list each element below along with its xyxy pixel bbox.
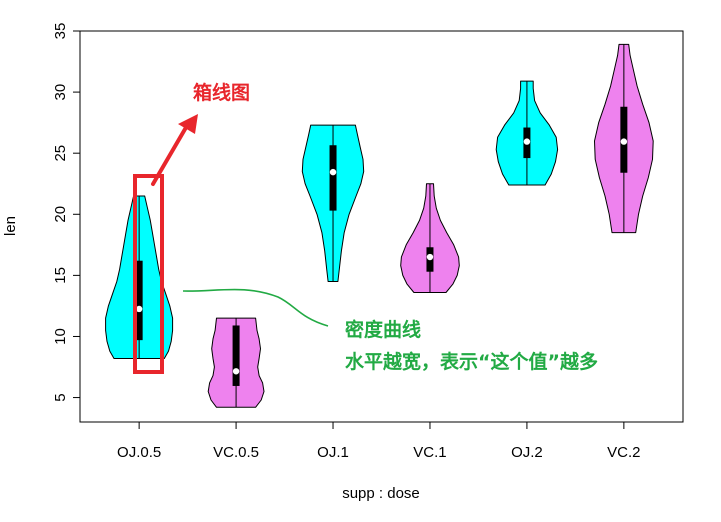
boxplot-annotation: 箱线图: [193, 81, 250, 104]
x-tick-label-VC.1: VC.1: [413, 444, 446, 461]
violin-iqr-box-OJ.0.5: [135, 260, 143, 341]
violin-OJ.0.5: [105, 195, 174, 359]
y-axis-label: len: [2, 216, 19, 236]
violin-VC.2: [594, 43, 654, 234]
x-tick-label-VC.2: VC.2: [607, 444, 640, 461]
density-annotation-line1: 密度曲线: [345, 318, 421, 341]
violin-VC.0.5: [207, 317, 265, 408]
violin-median-VC.1: [426, 253, 434, 261]
y-tick-label-5: 5: [52, 393, 69, 401]
x-tick-label-VC.0.5: VC.0.5: [213, 444, 259, 461]
violin-median-OJ.2: [523, 138, 531, 145]
y-tick-label-30: 30: [52, 84, 69, 101]
y-tick-label-20: 20: [52, 206, 69, 223]
x-axis-label: supp : dose: [342, 485, 420, 502]
boxplot-highlight: [133, 174, 164, 374]
violin-OJ.1: [301, 124, 365, 282]
x-axis: OJ.0.5 VC.0.5 OJ.1 VC.1 OJ.2 VC.2: [117, 421, 641, 461]
x-tick-label-OJ.1: OJ.1: [317, 444, 349, 461]
y-tick-label-35: 35: [52, 23, 69, 40]
violin-median-VC.0.5: [232, 368, 240, 375]
violin-median-VC.2: [620, 138, 628, 145]
density-annotation-curve: [182, 288, 329, 327]
violin-VC.1: [400, 183, 460, 293]
y-tick-label-15: 15: [52, 267, 69, 284]
violin-median-OJ.1: [329, 168, 337, 176]
violins-layer: [105, 43, 654, 408]
density-annotation-line2: 水平越宽，表示“这个值”越多: [345, 350, 598, 373]
x-tick-label-OJ.0.5: OJ.0.5: [117, 444, 161, 461]
violin-iqr-box-VC.0.5: [232, 325, 240, 386]
y-tick-label-25: 25: [52, 145, 69, 162]
violin-OJ.2: [495, 80, 559, 186]
y-tick-label-10: 10: [52, 328, 69, 345]
y-axis: 5 10 15 20 25 30 35: [52, 23, 81, 402]
violin-iqr-box-OJ.1: [329, 145, 337, 211]
x-tick-label-OJ.2: OJ.2: [511, 444, 543, 461]
violin-median-OJ.0.5: [135, 305, 143, 313]
boxplot-arrow: [151, 122, 190, 186]
boxplot-arrow-head: [178, 114, 198, 134]
